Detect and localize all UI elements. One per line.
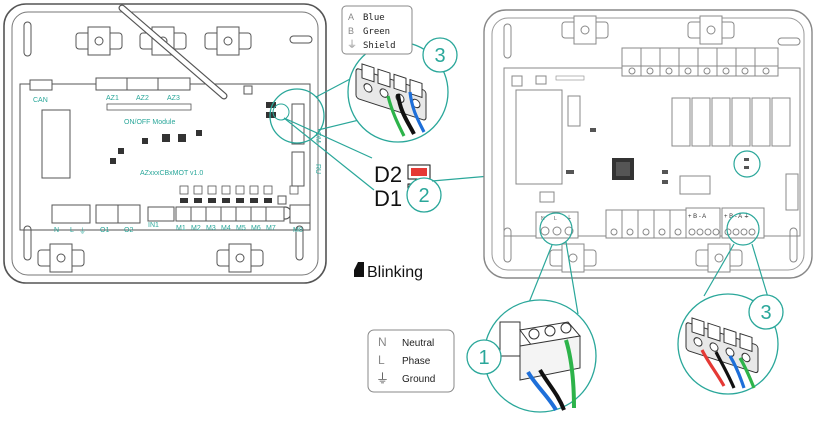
blinking-icon	[354, 262, 364, 277]
in1-label: IN1	[148, 222, 159, 229]
dm-label: DM	[314, 132, 321, 143]
power-terminal-highlight	[539, 212, 573, 246]
step-number-top: 3	[434, 45, 445, 67]
d2-label: D2	[374, 162, 402, 187]
led-highlight	[272, 103, 290, 121]
power-wire-legend: N Neutral L Phase ⏚ Ground	[367, 329, 455, 393]
legend-a-label: Blue	[363, 13, 385, 23]
bus2-label: + B - A ⏚	[724, 213, 750, 220]
rb-l-label: L	[554, 216, 557, 222]
o1-label: O1	[100, 227, 109, 234]
m8-label: M8	[293, 227, 303, 234]
m4-label: M4	[221, 225, 231, 232]
rb-ground-icon: ⏚	[566, 215, 572, 222]
l-label: L	[70, 227, 74, 234]
led-indicator: D2 D1 2	[374, 162, 442, 213]
blinking-legend: Blinking	[354, 262, 423, 281]
legend-l-letter: L	[378, 353, 385, 367]
o2-label: O2	[124, 227, 133, 234]
step-number-bottom-left: 1	[478, 347, 489, 369]
n-label: N	[54, 227, 59, 234]
model-label: AZxxxCBxMOT v1.0	[140, 170, 203, 177]
legend-b-letter: B	[348, 26, 354, 36]
d2-led-red	[411, 168, 427, 176]
d1-label: D1	[374, 186, 402, 211]
az2-label: AZ2	[136, 95, 149, 102]
legend-ground-label: Ground	[402, 374, 435, 385]
shield-icon: ⏚	[347, 39, 357, 51]
m1-label: M1	[176, 225, 186, 232]
bus-wire-legend: A Blue B Green ⏚ Shield	[341, 5, 413, 55]
bus-terminal-detail: 3	[677, 293, 784, 395]
power-connector-detail: 1	[466, 299, 597, 413]
legend-shield-label: Shield	[363, 41, 396, 51]
bus1-label: + B - A	[688, 214, 706, 220]
central-unit-board: CAN AZ1 AZ2 AZ3 ON/OFF Module AZxxxCBxMO…	[3, 3, 327, 284]
m6-label: M6	[251, 225, 261, 232]
blinking-label: Blinking	[367, 264, 423, 281]
legend-neutral-label: Neutral	[402, 338, 434, 349]
zone-module-board: N L ⏚ + B - A + B - A ⏚	[483, 9, 813, 279]
m3-label: M3	[206, 225, 216, 232]
onoff-module-label: ON/OFF Module	[124, 119, 175, 126]
m2-label: M2	[191, 225, 201, 232]
ground-icon: ⏚	[79, 227, 86, 235]
ru-label: RU	[314, 164, 321, 174]
can-label: CAN	[33, 97, 48, 104]
step-number-mid: 2	[418, 185, 429, 207]
legend-b-label: Green	[363, 27, 390, 37]
m5-label: M5	[236, 225, 246, 232]
legend-a-letter: A	[348, 12, 354, 22]
az3-label: AZ3	[167, 95, 180, 102]
legend-n-letter: N	[378, 335, 387, 349]
legend-phase-label: Phase	[402, 356, 431, 367]
bus-terminal-highlight	[726, 212, 760, 246]
step-number-bottom-right: 3	[760, 302, 771, 324]
bus-connector-highlight	[269, 88, 325, 144]
az1-label: AZ1	[106, 95, 119, 102]
m7-label: M7	[266, 225, 276, 232]
ground-icon-legend: ⏚	[376, 371, 389, 386]
bus-connector-detail: 3	[347, 37, 458, 143]
